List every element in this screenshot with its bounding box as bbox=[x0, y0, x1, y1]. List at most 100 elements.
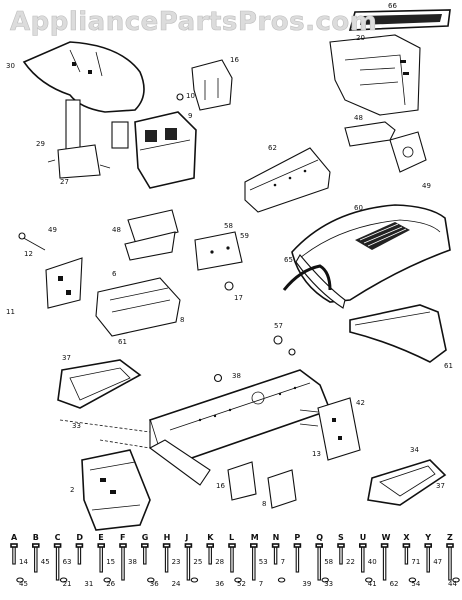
hardware-number: 21 bbox=[63, 580, 72, 588]
bracket-11 bbox=[18, 232, 83, 309]
hardware-number: 53 bbox=[259, 558, 268, 566]
hardware-number: 63 bbox=[63, 558, 72, 566]
hardware-letter-d: D bbox=[76, 533, 83, 542]
hardware-number: 44 bbox=[448, 580, 457, 588]
label-29: 29 bbox=[36, 140, 45, 148]
hardware-letter-p: P bbox=[294, 533, 300, 542]
fastener-k bbox=[206, 543, 214, 565]
fastener-m bbox=[250, 543, 258, 581]
label-34: 34 bbox=[410, 446, 419, 454]
fastener-y bbox=[424, 543, 433, 573]
hardware-number: 45 bbox=[19, 580, 28, 588]
label-48-mid: 48 bbox=[112, 226, 121, 234]
mount-plate-58 bbox=[194, 231, 243, 271]
label-60: 60 bbox=[354, 204, 363, 212]
fastener-z bbox=[446, 543, 460, 583]
hardware-number: 7 bbox=[259, 580, 263, 588]
footrest-right bbox=[367, 459, 447, 506]
label-8-low: 8 bbox=[262, 500, 266, 508]
hardware-letter-u: U bbox=[360, 533, 367, 542]
hardware-letter-l: L bbox=[229, 533, 234, 542]
hardware-number: 26 bbox=[106, 580, 115, 588]
fastener-c bbox=[53, 543, 68, 583]
hardware-number: 71 bbox=[411, 558, 420, 566]
fastener-b bbox=[31, 543, 40, 573]
hardware-letter-q: Q bbox=[316, 533, 323, 542]
hood-grille bbox=[355, 222, 410, 250]
hardware-letter-z: Z bbox=[447, 533, 453, 542]
fastener-a bbox=[10, 543, 24, 583]
label-16-low: 16 bbox=[216, 482, 225, 490]
label-12: 12 bbox=[24, 250, 33, 258]
hardware-number: 24 bbox=[172, 580, 181, 588]
bracket-16-low bbox=[227, 461, 257, 501]
hardware-number: 41 bbox=[368, 580, 377, 588]
label-9: 9 bbox=[188, 112, 192, 120]
hardware-number: 28 bbox=[215, 558, 224, 566]
fastener-g bbox=[141, 543, 155, 583]
bracket-49-top bbox=[389, 131, 427, 173]
fastener-j bbox=[184, 543, 199, 583]
fastener-w bbox=[380, 543, 389, 581]
instrument-housing bbox=[134, 111, 197, 189]
label-62: 62 bbox=[268, 144, 277, 152]
side-panel-61 bbox=[349, 304, 447, 363]
hardware-number: 22 bbox=[346, 558, 355, 566]
label-57: 57 bbox=[274, 322, 283, 330]
label-27: 27 bbox=[60, 178, 69, 186]
label-10: 10 bbox=[186, 92, 195, 100]
bracket-48-top bbox=[344, 121, 396, 147]
hardware-letter-b: B bbox=[33, 533, 39, 542]
label-61-mid: 61 bbox=[118, 338, 127, 346]
label-38: 38 bbox=[232, 372, 241, 380]
hood-assembly bbox=[282, 204, 451, 309]
hardware-letter-h: H bbox=[164, 533, 171, 542]
fastener-f bbox=[119, 543, 127, 581]
front-bracket bbox=[329, 34, 421, 116]
fastener-h bbox=[162, 543, 171, 573]
label-65: 65 bbox=[284, 256, 293, 264]
hardware-letter-x: X bbox=[403, 533, 410, 542]
label-61-right: 61 bbox=[444, 362, 453, 370]
label-49-top: 49 bbox=[422, 182, 431, 190]
label-6: 6 bbox=[112, 270, 117, 278]
label-2: 2 bbox=[70, 486, 74, 494]
hardware-number: 7 bbox=[281, 558, 285, 566]
label-48-top: 48 bbox=[354, 114, 363, 122]
hardware-number: 36 bbox=[215, 580, 224, 588]
hardware-number: 45 bbox=[41, 558, 50, 566]
label-37-left: 37 bbox=[62, 354, 71, 362]
footrest-left bbox=[57, 359, 142, 409]
axle-support-13 bbox=[299, 397, 361, 461]
hardware-letter-j: J bbox=[184, 533, 188, 542]
label-17: 17 bbox=[234, 294, 243, 302]
hardware-numbers: 1445452163311526383623242536285253773958… bbox=[19, 558, 457, 588]
hardware-number: 15 bbox=[106, 558, 115, 566]
hardware-row bbox=[10, 543, 460, 583]
side-panel-62 bbox=[244, 147, 331, 213]
label-16: 16 bbox=[230, 56, 239, 64]
fastener-u bbox=[358, 543, 373, 583]
fastener-l bbox=[228, 543, 242, 583]
rear-plate bbox=[81, 449, 151, 531]
hardware-number: 54 bbox=[411, 580, 420, 588]
hardware-number: 39 bbox=[302, 580, 311, 588]
hardware-letter-g: G bbox=[142, 533, 149, 542]
hardware-number: 62 bbox=[390, 580, 399, 588]
label-20: 20 bbox=[356, 34, 365, 42]
hardware-number: 36 bbox=[150, 580, 159, 588]
fastener-x bbox=[402, 543, 417, 583]
hardware-number: 40 bbox=[368, 558, 377, 566]
hardware-number: 52 bbox=[237, 580, 246, 588]
hardware-letter-k: K bbox=[207, 533, 214, 542]
label-30: 30 bbox=[6, 62, 15, 70]
hardware-number: 47 bbox=[433, 558, 442, 566]
hardware-number: 14 bbox=[19, 558, 28, 566]
bracket-16 bbox=[191, 59, 233, 111]
seat-pan-6 bbox=[95, 277, 181, 337]
exhaust-pipe bbox=[282, 264, 332, 291]
hardware-number: 31 bbox=[84, 580, 93, 588]
hardware-letter-m: M bbox=[251, 533, 259, 542]
hardware-letter-a: A bbox=[11, 533, 18, 542]
